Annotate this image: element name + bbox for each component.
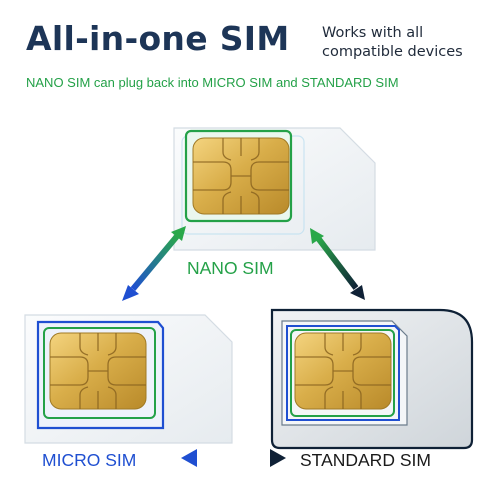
micro-sim-label: MICRO SIM bbox=[42, 450, 137, 470]
double-arrow-icon bbox=[181, 449, 286, 467]
tagline: Works with all compatible devices bbox=[322, 24, 492, 62]
double-arrow-icon bbox=[310, 228, 365, 300]
double-arrow-icon bbox=[122, 226, 186, 301]
micro-sim-card bbox=[24, 314, 233, 444]
sim-chip-icon bbox=[192, 137, 290, 215]
standard-sim-label: STANDARD SIM bbox=[300, 450, 431, 470]
page-title: All-in-one SIM bbox=[26, 19, 290, 58]
sim-chip-icon bbox=[294, 332, 392, 410]
nano-sim-label: NANO SIM bbox=[187, 258, 274, 278]
standard-sim-card bbox=[270, 308, 474, 450]
tagline-line-1: Works with all bbox=[322, 25, 424, 41]
sim-chip-icon bbox=[49, 332, 147, 410]
subtitle: NANO SIM can plug back into MICRO SIM an… bbox=[26, 75, 399, 90]
nano-sim-card bbox=[173, 127, 376, 251]
tagline-line-2: compatible devices bbox=[322, 44, 463, 60]
